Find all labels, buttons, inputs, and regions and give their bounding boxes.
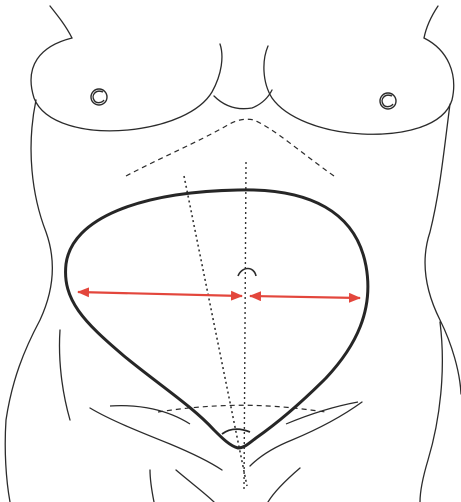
distended-abdomen-outline: [66, 190, 368, 448]
nipple-icon: [380, 93, 396, 109]
left-shoulder-line: [50, 6, 72, 38]
nipple-icon: [91, 89, 107, 105]
left-breast-outline: [31, 38, 222, 131]
right-inner-thigh: [268, 468, 300, 502]
costal-margin-dashed-line: [126, 119, 334, 176]
left-width-arrow: [78, 292, 242, 296]
right-shoulder-line: [424, 6, 438, 38]
left-hip-crease: [59, 330, 70, 420]
right-flank-line: [425, 104, 461, 394]
right-groin-line: [250, 402, 362, 466]
left-flank-line: [5, 100, 52, 502]
left-inner-thigh: [176, 470, 214, 502]
dotted-guide-line: [244, 162, 246, 490]
sternal-notch-line: [214, 90, 272, 109]
left-thigh-outline: [150, 470, 154, 502]
right-hip-line: [420, 322, 442, 502]
right-width-arrow: [250, 296, 360, 298]
umbilicus-icon: [238, 269, 256, 277]
pubic-dashed-line: [158, 405, 326, 412]
torso-outline: [5, 6, 461, 502]
dotted-guide-line: [184, 176, 247, 486]
pubic-notch-line: [110, 406, 190, 424]
right-breast-outline: [264, 38, 454, 134]
